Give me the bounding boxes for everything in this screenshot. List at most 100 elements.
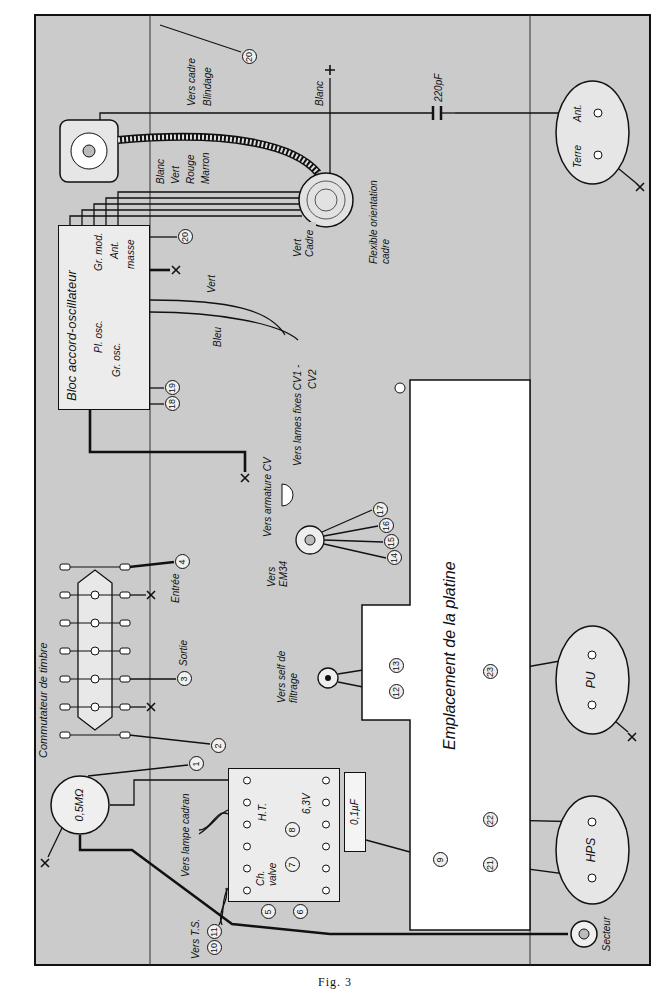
wire xyxy=(94,204,299,225)
callout-number: 20 xyxy=(178,230,193,245)
solder-lug xyxy=(323,799,330,806)
wire xyxy=(322,510,372,532)
wire-label: Bleu xyxy=(212,326,224,348)
frame-aerial-unit xyxy=(60,120,118,182)
wire-label: Vers lames fixes CV1 - xyxy=(292,364,304,467)
callout-number: 21 xyxy=(483,858,498,873)
tube-socket-symbol xyxy=(318,668,338,688)
wire xyxy=(82,210,300,225)
wire-label: Vers T.S. xyxy=(190,918,202,960)
wire xyxy=(118,192,300,225)
solder-lug xyxy=(244,843,251,850)
thick-wire xyxy=(129,562,174,567)
thick-wire xyxy=(150,269,170,272)
solder-lug xyxy=(323,865,330,872)
potentiometer: 0,5MΩ xyxy=(50,775,110,835)
rotary-switch xyxy=(91,591,99,599)
terminal-plate: HPS xyxy=(555,795,630,905)
wire xyxy=(70,216,302,225)
callout-number: 19 xyxy=(165,381,180,396)
wire xyxy=(106,198,299,225)
rotary-switch xyxy=(91,647,99,655)
node-text: H.T. xyxy=(257,803,269,821)
node-outline xyxy=(229,767,341,901)
callout-number: 5 xyxy=(261,905,276,920)
node-text: 6,3V xyxy=(301,793,313,814)
wire-connector xyxy=(455,112,555,113)
rotary-switch xyxy=(60,732,70,738)
ground-mark xyxy=(172,266,180,274)
ground-mark xyxy=(325,65,335,75)
board-outline xyxy=(362,380,530,930)
plate-outline xyxy=(556,626,629,734)
solder-lug xyxy=(244,799,251,806)
terminal-screw xyxy=(594,151,602,159)
rotary-switch xyxy=(120,620,130,626)
node-text: Pl. osc. xyxy=(93,320,105,353)
terminal-screw xyxy=(588,818,596,826)
node-outline xyxy=(568,908,620,960)
callout-number: 11 xyxy=(207,925,222,940)
rotary-switch xyxy=(60,592,70,598)
figure-caption: Fig. 3 xyxy=(0,975,670,990)
cable-clip xyxy=(299,173,353,227)
braided-cable xyxy=(118,137,318,173)
coil-block: Bloc accord-oscillateurGr. mod.Ant.masse… xyxy=(58,225,150,410)
wire xyxy=(199,810,228,834)
rotary-switch xyxy=(120,648,130,654)
rotary-switch xyxy=(91,675,99,683)
wire-label: Vert Cadre xyxy=(292,222,316,258)
rotary-switch xyxy=(70,566,120,567)
wire xyxy=(88,765,188,776)
wire xyxy=(324,544,386,558)
solder-lug xyxy=(323,887,330,894)
wire-label: Vert xyxy=(206,274,218,294)
braided-cable xyxy=(118,137,318,173)
ground-mark xyxy=(636,183,644,191)
tube-socket-symbol xyxy=(325,675,331,681)
wire xyxy=(150,236,177,237)
rotary-switch xyxy=(60,676,70,682)
wire xyxy=(329,78,330,173)
rotary-switch xyxy=(78,570,112,730)
wire xyxy=(129,735,210,744)
node-text: Ant. xyxy=(572,104,584,122)
rotary-switch xyxy=(91,619,99,627)
rotary-switch xyxy=(120,732,130,738)
wire-label: Blindage xyxy=(202,66,214,107)
mains-socket: Secteur xyxy=(568,908,620,960)
tube-socket-symbol xyxy=(296,526,338,688)
ground-mark xyxy=(41,65,644,867)
rotary-switch xyxy=(60,564,130,738)
callout-number: 13 xyxy=(389,659,404,674)
socket-outline xyxy=(579,929,589,939)
wire-connector xyxy=(110,780,228,805)
node-outline xyxy=(555,80,630,185)
tone-switch: Commutateur de timbre xyxy=(36,540,135,760)
rotary-switch xyxy=(70,734,120,735)
solder-lug xyxy=(323,821,330,828)
wire-label: CV2 xyxy=(307,369,319,390)
tuning-capacitor-lug xyxy=(282,484,293,506)
wire-label: Flexible orientation cadre xyxy=(368,167,392,265)
cable-clip xyxy=(307,181,345,219)
callout-number: 10 xyxy=(207,941,222,956)
callout-number: 1 xyxy=(189,757,204,772)
wire xyxy=(150,387,164,388)
solder-lug xyxy=(244,865,251,872)
callout-number: 18 xyxy=(165,397,180,412)
wire-label: Blanc xyxy=(155,158,167,185)
wire xyxy=(150,312,298,340)
solder-lug xyxy=(323,843,330,850)
chassis-plate xyxy=(150,15,151,965)
callout-number: 14 xyxy=(387,551,402,566)
wire-label: Vert xyxy=(170,165,182,185)
callout-number: 8 xyxy=(285,823,300,838)
callout-number: 6 xyxy=(293,905,308,920)
callout-number: 22 xyxy=(483,813,498,828)
solder-lug xyxy=(323,777,330,784)
node-text: Terre xyxy=(572,145,584,168)
node-text: Emplacement de la platine xyxy=(440,561,459,750)
valve-strip: Ch. valveH.T.6,3V xyxy=(228,768,340,902)
callout-number: 9 xyxy=(433,853,448,868)
